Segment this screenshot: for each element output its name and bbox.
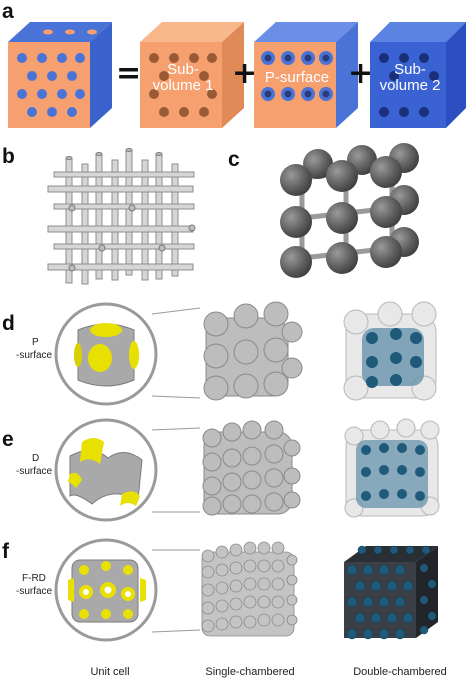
p-surface-single-chambered [203, 301, 303, 401]
sub-volume-2-label: Sub- volume 2 [372, 62, 448, 94]
row-f-connector-lines [151, 549, 201, 633]
column-label-unit-cell: Unit cell [90, 666, 130, 678]
panel-label-b: b [2, 145, 15, 168]
sub-volume-1-cube [140, 22, 244, 128]
column-label-double-chambered: Double-chambered [353, 666, 447, 678]
p-surface-unit-cell [54, 302, 158, 406]
sphere-lattice [280, 143, 419, 278]
p-surface-double-chambered [343, 301, 437, 401]
f-rd-surface-unit-cell [54, 538, 158, 642]
f-rd-surface-double-chambered [344, 545, 438, 640]
sub-volume-1-line2: volume 1 [152, 77, 214, 94]
rod-lattice [47, 148, 196, 285]
row-d-surface-line1: P [32, 337, 39, 348]
sub-volume-2-line1: Sub- [394, 61, 426, 78]
d-surface-unit-cell [54, 418, 158, 522]
sub-volume-2-cube [370, 22, 466, 128]
equals-sign: = [116, 56, 142, 91]
d-surface-single-chambered [202, 420, 301, 516]
sub-volume-1-label: Sub- volume 1 [142, 62, 224, 94]
full-cube [8, 22, 112, 128]
panel-label-f: f [2, 540, 9, 563]
row-e-surface-line2: -surface [16, 466, 53, 477]
panel-label-a: a [2, 0, 14, 23]
row-f-surface-label: F-RD -surface [16, 572, 52, 598]
d-surface-double-chambered [344, 418, 440, 518]
column-label-single-chambered: Single-chambered [205, 666, 295, 678]
row-d-connector-lines [151, 307, 201, 399]
p-surface-label: P-surface [264, 69, 330, 86]
row-f-surface-line1: F-RD [22, 573, 46, 584]
row-e-surface-line1: D [32, 453, 40, 464]
sub-volume-1-line1: Sub- [167, 61, 199, 78]
plus-sign-1: + [232, 56, 258, 91]
plus-sign-2: + [348, 56, 374, 91]
panel-label-e: e [2, 428, 14, 451]
sub-volume-2-line2: volume 2 [379, 77, 441, 94]
panel-label-d: d [2, 312, 15, 335]
row-e-connector-lines [151, 427, 201, 513]
row-e-surface-label: D -surface [16, 452, 52, 478]
f-rd-surface-single-chambered [201, 541, 298, 637]
row-f-surface-line2: -surface [16, 586, 53, 597]
row-d-surface-line2: -surface [16, 350, 53, 361]
p-surface-cube [254, 22, 358, 128]
row-d-surface-label: P -surface [16, 336, 52, 362]
panel-label-c: c [228, 148, 240, 171]
